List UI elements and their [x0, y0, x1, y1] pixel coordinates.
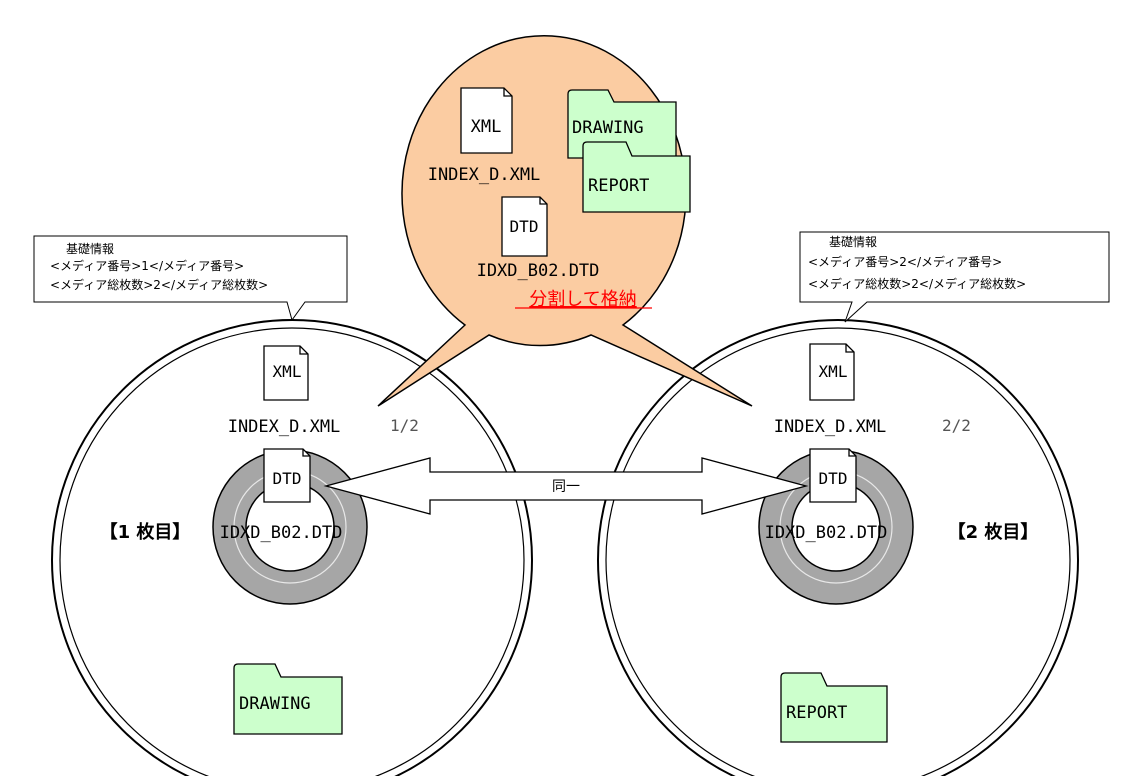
left-dtd-tag: DTD	[273, 469, 302, 488]
bubble-drawing-label: DRAWING	[572, 118, 644, 138]
disc-left	[51, 319, 533, 776]
bubble-dtd-tag: DTD	[510, 217, 539, 236]
callout-right-box	[799, 231, 1110, 323]
right-dtd-filename: IDXD_B02.DTD	[765, 523, 888, 543]
bubble-drawing-folder-icon	[567, 89, 677, 159]
disc-right-rim	[605, 327, 1071, 776]
left-dtd-doc-icon	[263, 448, 311, 503]
disc-right	[597, 319, 1079, 776]
bubble-xml-filename: INDEX_D.XML	[428, 165, 541, 185]
speech-bubble	[377, 35, 753, 407]
right-xml-doc-icon	[809, 343, 855, 401]
speech-bubble-shape	[377, 35, 753, 407]
left-xml-filename: INDEX_D.XML	[228, 417, 341, 437]
right-xml-tag: XML	[819, 362, 848, 381]
bubble-report-label: REPORT	[588, 176, 649, 196]
left-xml-tag: XML	[273, 362, 302, 381]
right-disc-label: 【2 枚目】	[948, 521, 1039, 543]
right-xml-filename: INDEX_D.XML	[774, 417, 887, 437]
callout-right-line2: <メディア番号>2</メディア番号>	[808, 254, 1002, 269]
left-dtd-filename: IDXD_B02.DTD	[220, 523, 343, 543]
bubble-caption: 分割して格納	[529, 289, 636, 310]
callout-right-line3: <メディア総枚数>2</メディア総枚数>	[808, 276, 1026, 291]
double-arrow	[323, 457, 809, 515]
callout-left-line3: <メディア総枚数>2</メディア総枚数>	[50, 277, 268, 292]
left-xml-doc-icon	[263, 345, 309, 401]
callout-left-line1: 基礎情報	[66, 242, 114, 256]
bubble-dtd-doc-icon	[501, 196, 548, 257]
bubble-report-folder-icon	[582, 141, 691, 213]
left-drawing-label: DRAWING	[239, 694, 311, 714]
right-fraction: 2/2	[942, 416, 971, 435]
right-dtd-doc-icon	[809, 448, 857, 503]
right-report-label: REPORT	[786, 703, 847, 723]
callout-right-line1: 基礎情報	[829, 235, 877, 249]
bubble-xml-doc-icon	[460, 87, 513, 154]
arrow-label: 同一	[552, 479, 580, 495]
right-dtd-tag: DTD	[819, 469, 848, 488]
callout-left-box	[33, 235, 348, 322]
right-report-folder-icon	[780, 672, 888, 743]
disc-left-rim	[59, 327, 525, 776]
bubble-dtd-filename: IDXD_B02.DTD	[477, 261, 600, 281]
bubble-xml-tag: XML	[471, 117, 502, 137]
left-disc-label: 【1 枚目】	[100, 521, 191, 543]
callout-left-line2: <メディア番号>1</メディア番号>	[50, 258, 244, 273]
left-drawing-folder-icon	[233, 663, 343, 735]
left-fraction: 1/2	[390, 416, 419, 435]
